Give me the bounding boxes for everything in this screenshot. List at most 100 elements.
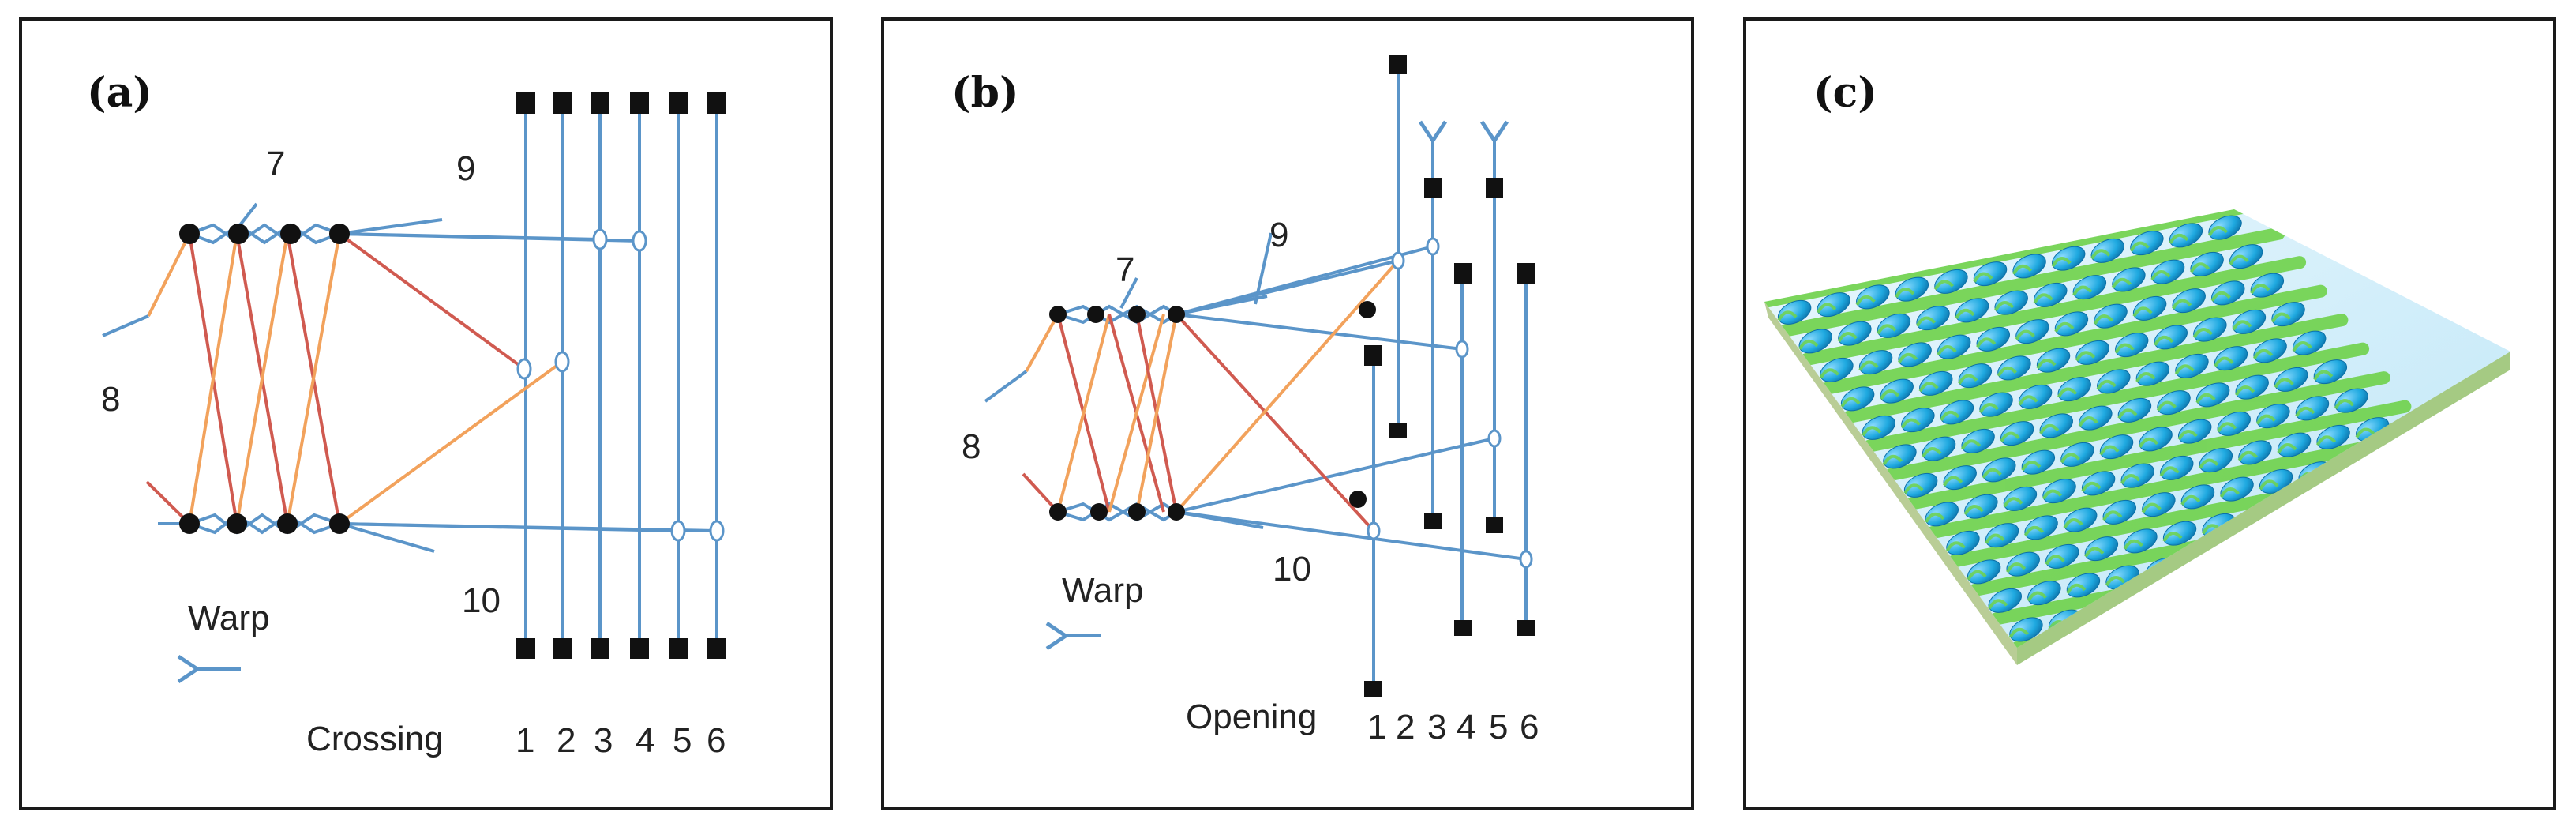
panel-a-label-8: 8 <box>101 380 120 419</box>
fabric-binding-yarn <box>2159 466 2180 477</box>
panel-b-warp-lines <box>1057 232 1527 561</box>
fabric-binding-yarn <box>1862 426 1882 437</box>
panel-b-heddle-number: 4 <box>1457 708 1475 746</box>
fabric-binding-yarn <box>1915 316 1937 327</box>
panel-b-label-8: 8 <box>962 427 981 466</box>
fabric-binding-yarn <box>2171 299 2192 310</box>
panel-a-heddle-number: 5 <box>673 721 692 760</box>
panel-a-heddle-bottom-block <box>630 638 649 659</box>
fabric-binding-yarn <box>2129 241 2150 252</box>
panel-b-heddle-number: 5 <box>1489 708 1508 746</box>
fabric-binding-yarn <box>2234 385 2255 397</box>
panel-a-heddle-top-block <box>591 92 609 114</box>
panel-b-label-9: 9 <box>1269 216 1288 254</box>
fabric-binding-yarn <box>2274 378 2294 389</box>
fabric-binding-yarn <box>2177 430 2198 441</box>
fabric-binding-yarn <box>2232 320 2252 331</box>
fabric-binding-yarn <box>2207 226 2229 237</box>
panel-b-heddle-number: 6 <box>1520 708 1539 746</box>
panel-a-heddle-top-block <box>516 92 535 114</box>
fabric-binding-yarn <box>1985 533 2005 544</box>
fabric-binding-yarn <box>2003 497 2023 508</box>
panel-a-heddle-number: 2 <box>557 721 576 760</box>
fabric-binding-yarn <box>1840 397 1861 408</box>
fabric-binding-yarn <box>2169 233 2189 244</box>
panel-a-heddle-top-block <box>553 92 572 114</box>
panel-a-heddle-bottom-block <box>553 638 572 659</box>
panel-b-heddle-block <box>1424 178 1442 198</box>
fabric-binding-yarn <box>2252 348 2274 359</box>
fabric-weft-yarn <box>1800 256 2307 366</box>
fabric-binding-yarn <box>1877 324 1897 335</box>
panel-a-label-10: 10 <box>462 581 501 620</box>
panel-b-warp-label: Warp <box>1062 571 1144 610</box>
fabric-binding-yarn <box>2005 562 2027 573</box>
panel-a-heddle-bottom-block <box>516 638 535 659</box>
fabric-binding-yarn <box>2277 443 2297 454</box>
panel-a-heddle-bottom-block <box>591 638 609 659</box>
fabric-binding-yarn <box>1882 454 1903 465</box>
panel-b-label-10: 10 <box>1273 550 1311 588</box>
panel-b-heddle-block <box>1486 178 1503 198</box>
fabric-binding-yarn <box>2042 489 2063 500</box>
fabric-binding-yarn <box>2000 431 2020 442</box>
fabric-binding-yarn <box>2023 525 2045 536</box>
fabric-binding-yarn <box>2027 591 2047 602</box>
panel-a-heddle-bottom-block <box>669 638 688 659</box>
panel-a-heddles <box>516 92 726 659</box>
fabric-weft-yarn <box>1863 342 2370 453</box>
fabric-binding-yarn <box>1918 382 1939 393</box>
fabric-weft-yarn <box>1905 400 2412 510</box>
panel-a-warp-lines <box>158 202 718 553</box>
panel-a-crossing: (a) <box>19 17 833 810</box>
fabric-binding-yarn <box>1895 288 1915 299</box>
panel-b-heddle-block <box>1389 423 1407 438</box>
fabric-binding-yarn <box>2096 379 2117 390</box>
woven-fabric-image <box>1764 209 2510 665</box>
panel-a-mode-label: Crossing <box>306 720 444 758</box>
fabric-binding-yarn <box>2180 494 2201 506</box>
panel-a-heddle-number: 6 <box>707 721 726 760</box>
panel-b-heddle-block <box>1486 517 1503 533</box>
fabric-binding-yarn <box>1819 368 1839 379</box>
fabric-binding-yarn <box>1925 512 1945 523</box>
fabric-binding-yarn <box>2210 291 2231 302</box>
fabric-binding-yarn <box>2063 518 2083 529</box>
fabric-binding-yarn <box>1933 280 1954 291</box>
fabric-binding-yarn <box>2072 285 2093 296</box>
panel-b-frame <box>881 17 1694 810</box>
fabric-weft-yarn <box>1926 429 2433 539</box>
fabric-binding-yarn <box>2250 284 2270 295</box>
panel-b-leno-yarns <box>984 259 1400 532</box>
panel-a-heddle-number: 1 <box>516 721 534 760</box>
fabric-edge <box>1764 302 2017 665</box>
fabric-binding-yarn <box>1940 410 1960 421</box>
fabric-binding-yarn <box>2138 437 2159 448</box>
fabric-weft-yarn <box>1779 227 2285 337</box>
fabric-binding-yarn <box>2229 254 2249 265</box>
panel-b-letter: (b) <box>951 69 1019 117</box>
fabric-binding-yarn <box>2132 306 2153 318</box>
fabric-binding-yarn <box>1879 389 1900 400</box>
panel-b-mode-label: Opening <box>1186 698 1317 736</box>
fabric-binding-yarn <box>2199 458 2219 469</box>
fabric-binding-yarn <box>2057 387 2078 398</box>
fabric-binding-yarn <box>2090 249 2111 260</box>
fabric-binding-yarn <box>2105 576 2126 587</box>
fabric-binding-yarn <box>2045 555 2065 566</box>
fabric-binding-yarn <box>2111 277 2132 288</box>
fabric-binding-yarn <box>2315 435 2337 446</box>
fabric-binding-yarn <box>2214 356 2234 367</box>
panel-b-label-7: 7 <box>1116 250 1134 289</box>
fabric-binding-yarn <box>2292 341 2312 352</box>
fabric-binding-yarn <box>2195 393 2216 404</box>
panel-a-fell-dots <box>179 224 350 534</box>
panel-a-letter: (a) <box>87 69 152 117</box>
fabric-binding-yarn <box>2162 532 2183 543</box>
fabric-binding-yarn <box>1837 332 1858 343</box>
fabric-binding-yarn <box>2313 370 2334 381</box>
fabric-binding-yarn <box>1855 295 1876 306</box>
panel-b-heddle-block <box>1454 620 1472 636</box>
panel-a-heddle-top-block <box>707 92 726 114</box>
